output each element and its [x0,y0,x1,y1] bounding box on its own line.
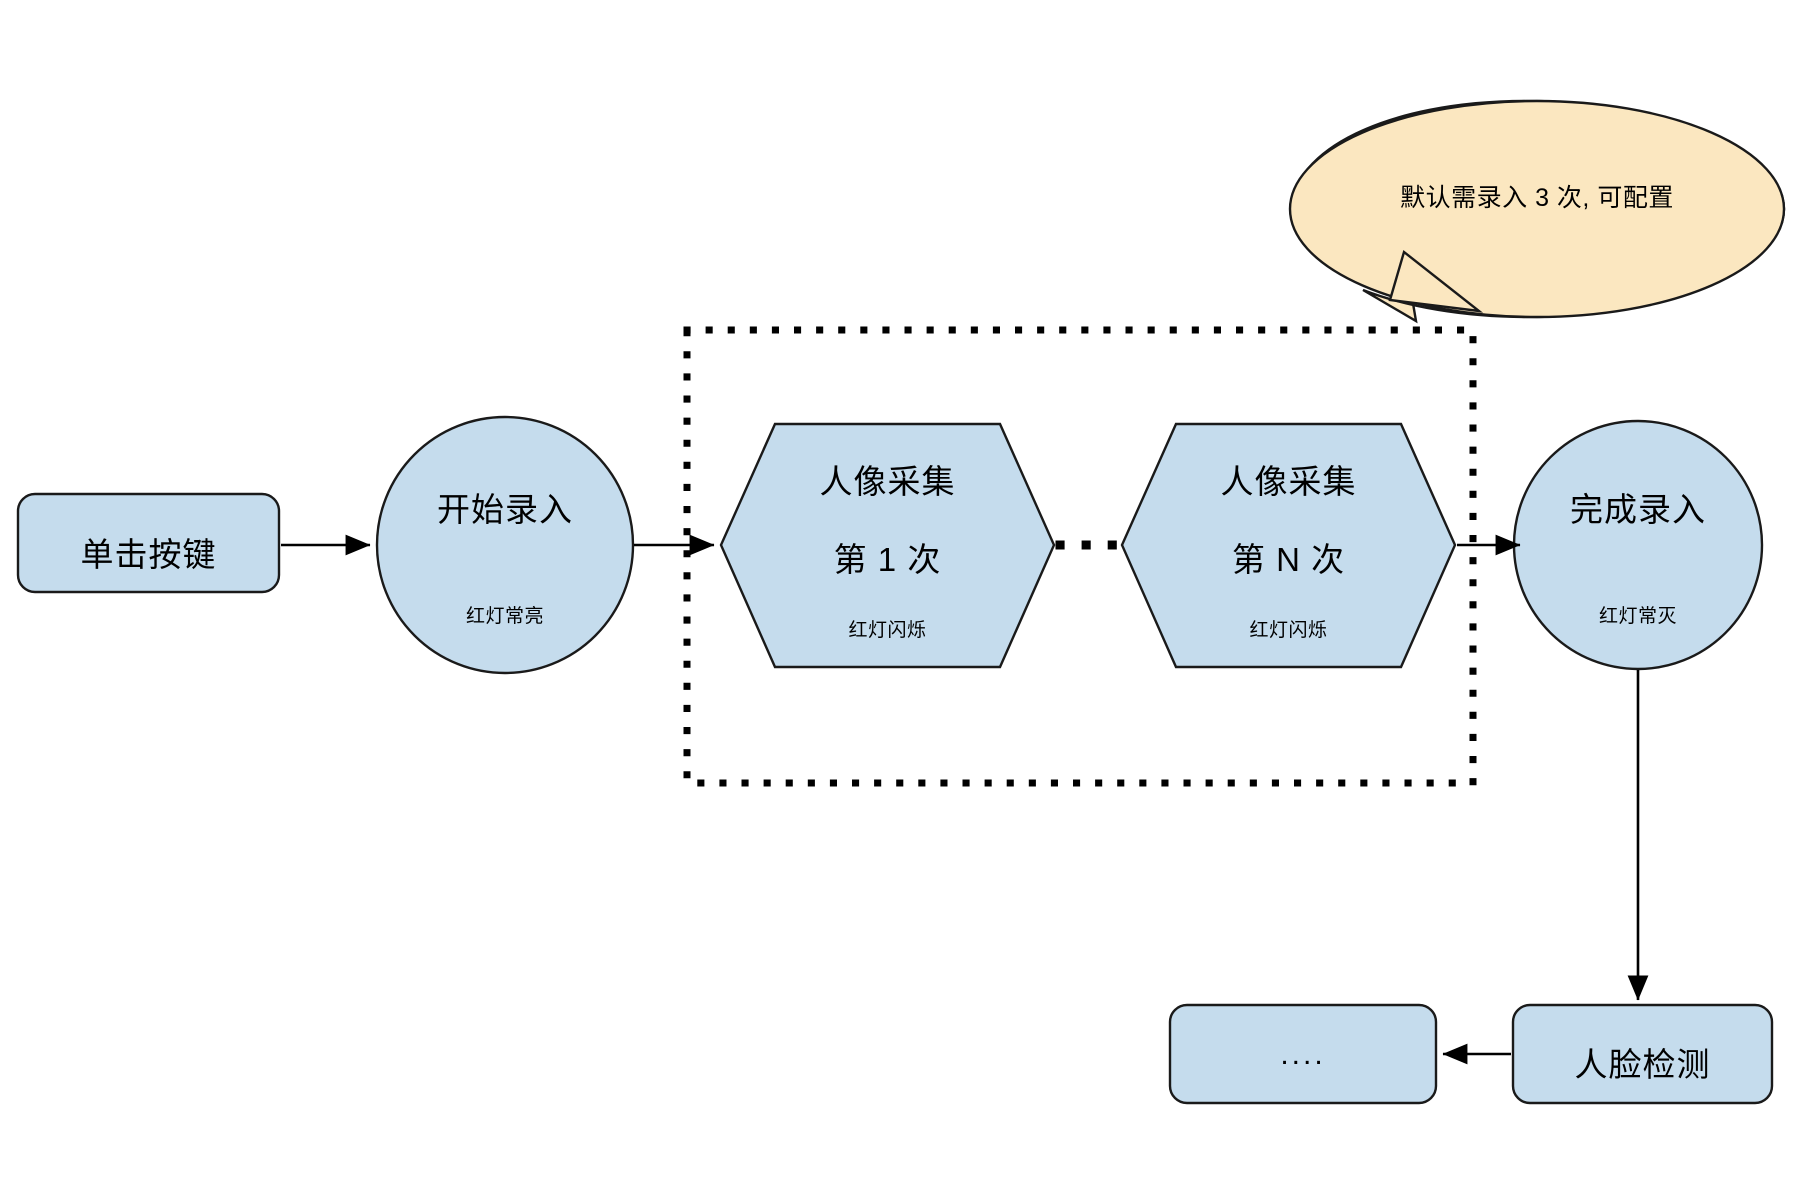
node-press-key-shape[interactable] [16,492,281,594]
node-capture-nth-shape[interactable] [1120,422,1457,669]
callout-ellipse [1288,99,1786,319]
node-capture-first-shape[interactable] [719,422,1056,669]
node-finish-enroll-shape[interactable] [1512,419,1764,671]
callout-tail [1388,249,1484,313]
node-more-steps-shape[interactable] [1168,1003,1438,1105]
node-start-enroll-shape[interactable] [375,415,635,675]
node-face-detect-shape[interactable] [1511,1003,1774,1105]
capture-loop-group-box [683,326,1477,787]
